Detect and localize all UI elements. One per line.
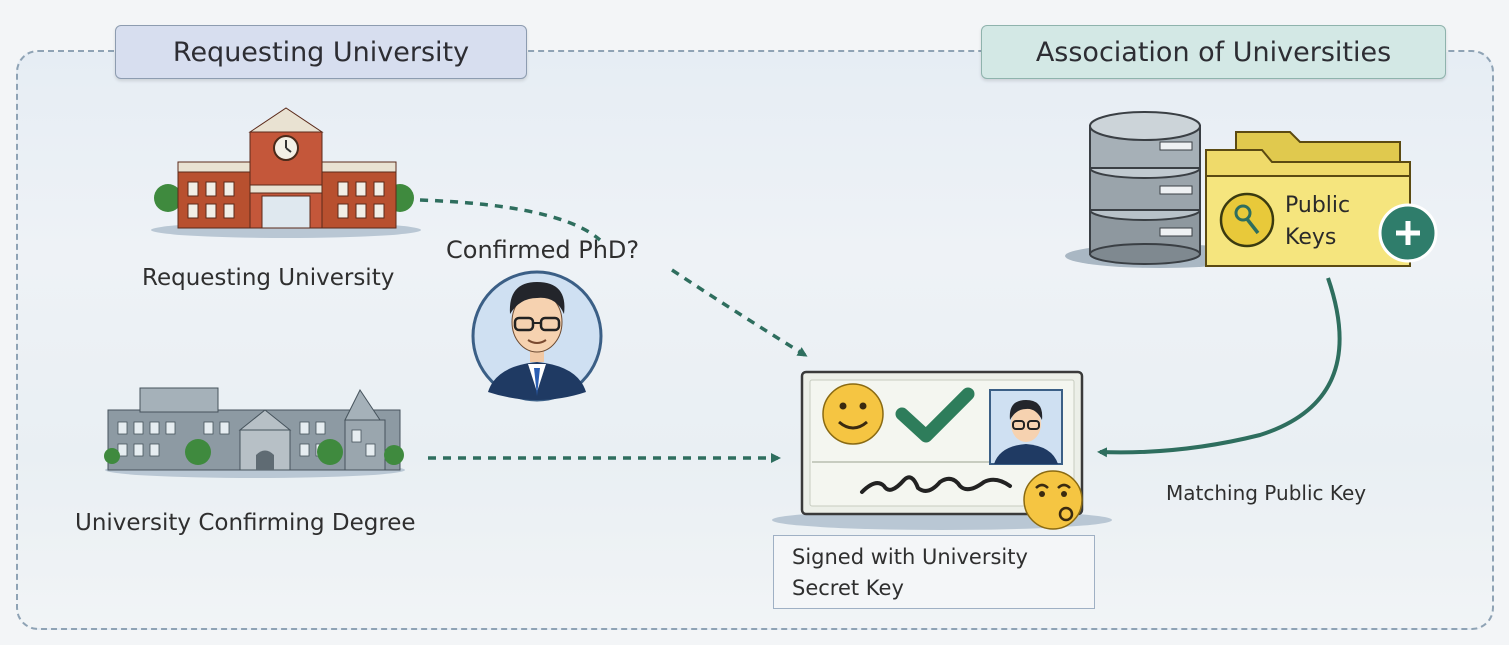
plus-icon bbox=[1378, 203, 1438, 263]
campus-building-icon bbox=[104, 387, 405, 478]
public-keys-label: Public Keys bbox=[1285, 190, 1375, 254]
signature-caption-line1: Signed with University bbox=[792, 545, 1028, 569]
person-avatar-icon bbox=[471, 270, 603, 402]
seal-face-icon bbox=[1023, 470, 1083, 530]
checkmark-icon bbox=[895, 387, 975, 443]
certificate-photo-icon bbox=[989, 389, 1063, 465]
public-keys-line2: Keys bbox=[1285, 225, 1337, 250]
question-arrow bbox=[419, 198, 602, 242]
matching-key-arrow bbox=[1097, 277, 1342, 458]
signature-caption-box: Signed with University Secret Key bbox=[773, 535, 1095, 609]
key-icon bbox=[1219, 192, 1275, 248]
university-building-icon bbox=[151, 107, 421, 238]
requesting-university-label: Requesting University bbox=[142, 265, 395, 291]
section-title-requesting: Requesting University bbox=[115, 25, 527, 79]
signature-caption-line2: Secret Key bbox=[792, 576, 904, 600]
confirming-university-label: University Confirming Degree bbox=[75, 510, 416, 536]
public-keys-line1: Public bbox=[1285, 193, 1351, 218]
smiley-icon bbox=[822, 383, 884, 445]
question-arrow-lower bbox=[671, 268, 808, 357]
section-title-association: Association of Universities bbox=[981, 25, 1446, 79]
database-icon bbox=[1065, 111, 1255, 268]
matching-key-label: Matching Public Key bbox=[1166, 481, 1367, 505]
signature-icon bbox=[860, 475, 1012, 494]
question-label: Confirmed PhD? bbox=[446, 236, 640, 264]
